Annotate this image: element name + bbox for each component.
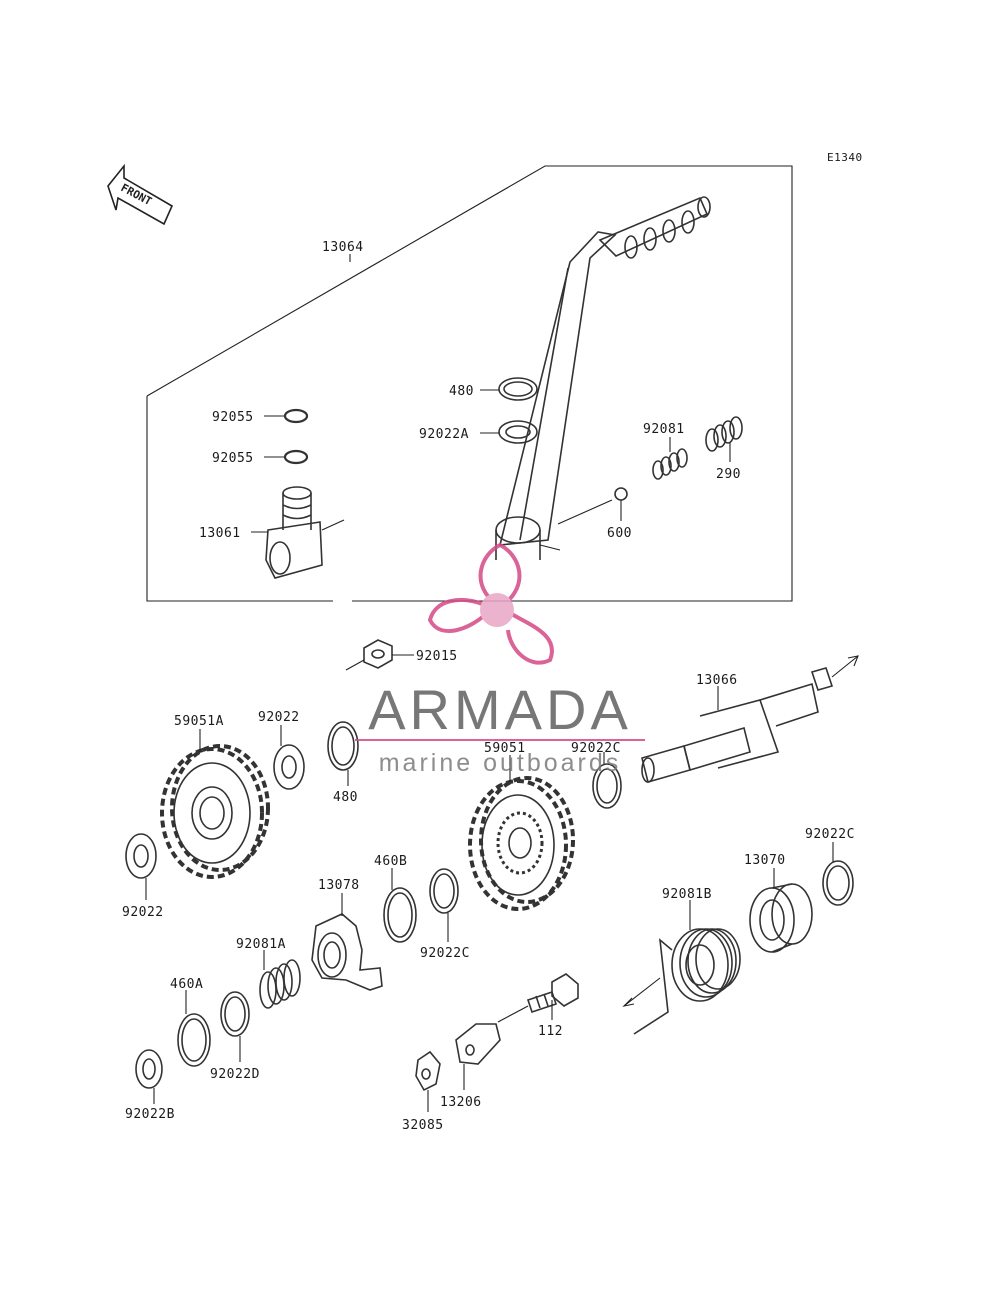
kick-shaft-13066 <box>641 655 859 783</box>
spring-92081B <box>622 928 741 1035</box>
watermark-brand: ARMADA <box>368 678 632 741</box>
washer-92022A <box>498 420 538 444</box>
label-480-mid: 480 <box>333 790 358 805</box>
label-92081: 92081 <box>643 422 685 437</box>
spring-290 <box>705 416 743 452</box>
gear-59051A <box>160 744 270 879</box>
plate-13206 <box>455 1023 501 1065</box>
ring-480-mid <box>327 721 359 771</box>
label-13061: 13061 <box>199 526 241 541</box>
washer-92022C-mid <box>429 868 459 914</box>
label-92015: 92015 <box>416 649 458 664</box>
diagram-code: E1340 <box>827 151 863 164</box>
label-13070: 13070 <box>744 853 786 868</box>
spring-92081A <box>259 959 301 1009</box>
label-92022C-mid: 92022C <box>420 946 470 961</box>
oring-92055-1 <box>283 408 309 424</box>
subassembly-box <box>146 396 333 602</box>
guide-32085 <box>415 1050 441 1092</box>
label-480-top: 480 <box>449 384 474 399</box>
label-13066: 13066 <box>696 673 738 688</box>
label-13206: 13206 <box>440 1095 482 1110</box>
watermark-tagline: marine outboards <box>379 749 622 777</box>
label-92055-1: 92055 <box>212 410 254 425</box>
washer-92022C-top <box>592 763 622 809</box>
label-92022D: 92022D <box>210 1067 260 1082</box>
washer-92022B <box>135 1049 163 1089</box>
subassembly-box-right <box>146 165 793 602</box>
label-92022B: 92022B <box>125 1107 175 1122</box>
nut-92015 <box>345 639 393 671</box>
label-92022A: 92022A <box>419 427 469 442</box>
label-92022-top: 92022 <box>258 710 300 725</box>
label-92022C-right: 92022C <box>805 827 855 842</box>
label-92081A: 92081A <box>236 937 286 952</box>
ring-460A <box>177 1013 211 1067</box>
label-92022C-top: 92022C <box>571 741 621 756</box>
label-92081B: 92081B <box>662 887 712 902</box>
oring-92055-2 <box>283 449 309 465</box>
bolt-112 <box>497 973 579 1023</box>
label-32085: 32085 <box>402 1118 444 1133</box>
washer-92022-left <box>125 833 157 879</box>
label-112: 112 <box>538 1024 563 1039</box>
label-600: 600 <box>607 526 632 541</box>
ball-600 <box>614 487 628 501</box>
ring-480-top <box>498 377 538 401</box>
label-13064: 13064 <box>322 240 364 255</box>
label-460A: 460A <box>170 977 203 992</box>
label-59051: 59051 <box>484 741 526 756</box>
label-92055-2: 92055 <box>212 451 254 466</box>
washer-92022-top <box>273 744 305 790</box>
spring-92081 <box>652 448 688 480</box>
armada-watermark: ARMADA marine outboards <box>355 542 645 777</box>
ring-460B <box>383 887 417 943</box>
propeller-logo-icon <box>427 542 554 665</box>
label-92022-left: 92022 <box>122 905 164 920</box>
guide-13070 <box>749 883 813 953</box>
label-290: 290 <box>716 467 741 482</box>
gear-59051 <box>468 776 575 911</box>
front-arrow-icon: FRONT <box>107 163 174 226</box>
washer-92022C-right <box>822 860 854 906</box>
washer-92022D <box>220 991 250 1037</box>
label-59051A: 59051A <box>174 714 224 729</box>
label-13078: 13078 <box>318 878 360 893</box>
kick-pedal-arm <box>495 196 711 560</box>
ratchet-13078 <box>311 913 383 991</box>
holder-13061 <box>265 486 345 579</box>
label-460B: 460B <box>374 854 407 869</box>
